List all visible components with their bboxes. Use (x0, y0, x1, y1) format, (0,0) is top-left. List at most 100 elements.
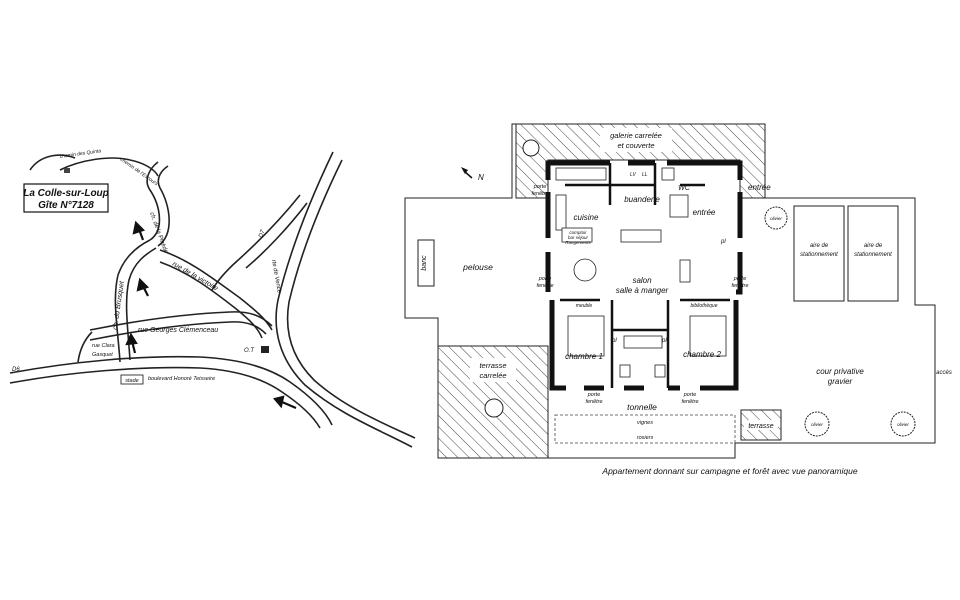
label-rte-vence: rte de Vence (270, 259, 282, 294)
parking-2-label-2: stationnement (854, 252, 892, 258)
ll-label: LL (642, 172, 648, 178)
pl-label-3: pl (661, 338, 667, 344)
small-terrasse-label-bg (744, 420, 778, 430)
north-arrow: N (461, 167, 484, 182)
label-d6: D6 (12, 367, 20, 373)
porte-5a: porte (683, 392, 697, 398)
banc-label: banc (421, 255, 428, 271)
interior-walls (560, 163, 730, 388)
terrasse-label-1: terrasse (479, 361, 506, 370)
chambre2-label: chambre 2 (683, 350, 721, 359)
banc-box (417, 239, 435, 287)
road-victoire-edge (159, 261, 263, 339)
porte-3b: fenêtre (731, 283, 748, 289)
parking-1-label-1: aire de (810, 243, 829, 249)
access-map: La Colle-sur-Loup Gîte N°7128 chemin des… (9, 148, 416, 448)
stade-box (120, 374, 144, 385)
porte-4b: fenêtre (585, 399, 602, 405)
porte-5b: fenêtre (681, 399, 698, 405)
wc-label: WC (678, 185, 691, 192)
entree-ext-label: entrée (748, 183, 771, 192)
galerie-label-bg (600, 128, 672, 152)
terrasse-label-bg (470, 358, 516, 382)
porte-4a: porte (587, 392, 601, 398)
porte-1b: fenêtre (531, 191, 548, 197)
olivier-tree-icon: olivier (764, 206, 788, 230)
direction-arrows (125, 220, 297, 410)
road-d7 (211, 194, 301, 291)
small-terrasse-label: terrasse (748, 423, 773, 430)
gite-marker (64, 168, 70, 173)
road-escours (29, 154, 76, 171)
road-clara (77, 331, 93, 363)
ot-marker (261, 346, 269, 353)
terrasse-table (484, 398, 504, 418)
road-pinede-edge (157, 165, 170, 247)
road-clemenceau (89, 311, 273, 331)
vignes-border (554, 414, 736, 444)
building-walls (545, 160, 743, 391)
entree-label: entrée (693, 208, 716, 217)
olivier-label-1: olivier (770, 216, 782, 221)
floor-plan: N galerie carrelée et couverte terrasse … (404, 123, 952, 476)
road-d7-edge (245, 202, 308, 269)
road-brusquet (114, 239, 151, 363)
label-boulevard: boulevard Honoré Teisseire (148, 376, 215, 382)
olivier-tree-icon: olivier (890, 411, 916, 437)
comptoir-label-3: Rangements (565, 240, 591, 245)
label-rue-clemenceau: rue Georges Clémenceau (138, 327, 218, 334)
galerie-table (522, 139, 540, 157)
parking-1 (793, 205, 845, 302)
olivier-label-3: olivier (897, 422, 909, 427)
cour-label-1: cour privative (816, 367, 864, 376)
comptoir-label-2: bar séjour (568, 235, 589, 240)
lv-label: LV (630, 172, 637, 178)
label-rue-clara-1: rue Clara (92, 343, 115, 349)
label-rue-clara-2: Gasquet (92, 352, 113, 358)
salon-label-2: salle à manger (616, 286, 669, 295)
north-label: N (478, 173, 484, 182)
pl-label-2: pl (611, 338, 617, 344)
map-title-line1: La Colle-sur-Loup (23, 188, 109, 199)
parking-2 (847, 205, 899, 302)
label-d7: D7 (258, 229, 266, 239)
galerie-label-1: galerie carrelée (610, 131, 662, 140)
pelouse-label: pelouse (462, 262, 493, 272)
cuisine-label: cuisine (574, 213, 599, 222)
label-stade: stade (125, 378, 138, 384)
label-ch-brusquet: ch. du Brusquet (112, 280, 126, 331)
furniture (555, 167, 727, 378)
map-title-line2: Gîte N°7128 (38, 200, 94, 211)
porte-2b: fenêtre (536, 283, 553, 289)
tonnelle-label: tonnelle (627, 402, 657, 412)
porte-3a: porte (733, 276, 747, 282)
galerie-label-2: et couverte (617, 141, 654, 150)
terrasse-label-2: carrelée (479, 371, 506, 380)
road-vence-edge (286, 159, 416, 439)
acces-label: accès (936, 370, 952, 376)
comptoir-label-1: comptoir (569, 230, 587, 235)
olivier-label-2: olivier (811, 422, 823, 427)
parking-1-label-2: stationnement (800, 252, 838, 258)
cour-label-2: gravier (828, 377, 853, 386)
olivier-tree-icon: olivier (804, 411, 830, 437)
label-rue-victoire: rue de la victoire (171, 261, 219, 293)
salon-label-1: salon (632, 276, 652, 285)
road-d6 (9, 355, 333, 426)
label-ot: O.T (244, 348, 255, 354)
parking-2-label-1: aire de (864, 243, 883, 249)
road-vence (275, 151, 413, 448)
rosiers-label: rosiers (637, 435, 654, 441)
label-ch-pinede: ch. de la Pinède (148, 212, 169, 255)
road-d6-edge (9, 366, 321, 429)
porte-2a: porte (538, 276, 552, 282)
porte-1a: porte (533, 184, 547, 190)
road-quinta (59, 157, 159, 177)
road-clemenceau-edge (89, 321, 267, 341)
buanderie-label: buanderie (624, 195, 660, 204)
galerie-area (515, 123, 766, 199)
pl-label-1: pl (720, 239, 726, 245)
label-chemin-quinta: chemin des Quinta (59, 148, 101, 160)
title-box (23, 183, 109, 213)
